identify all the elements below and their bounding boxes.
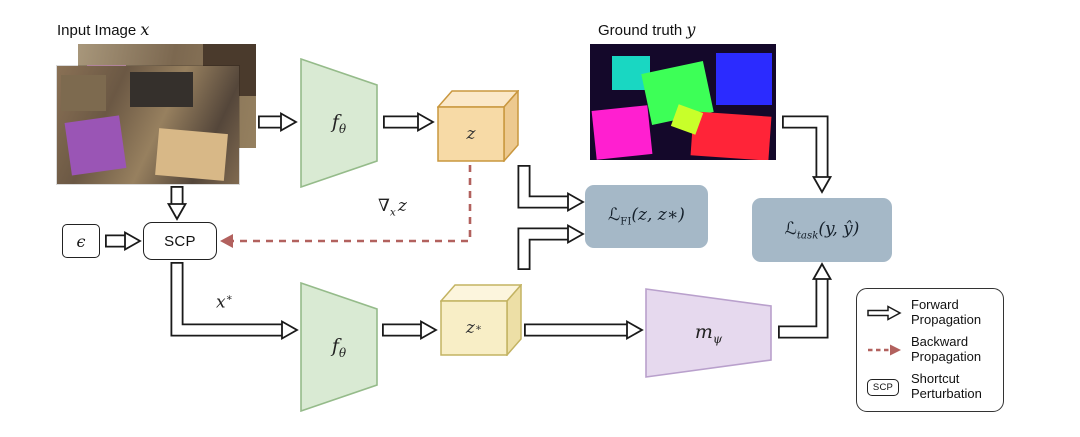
- task-head-trapezoid: [645, 288, 772, 378]
- encoder-top-base: f: [331, 110, 339, 133]
- loss-task-script: ℒ: [784, 218, 797, 239]
- legend-backward-label: Backward Propagation: [911, 334, 982, 364]
- encoder-trapezoid: [300, 282, 378, 412]
- backward-arrow-icon: [867, 342, 903, 358]
- x-star-sup: ∗: [225, 292, 233, 304]
- nabla-symbol: ∇: [378, 196, 390, 216]
- arrow-latent-z-to-loss-fi: [517, 165, 585, 213]
- arrow-scp-to-encoder-bottom: [170, 262, 299, 341]
- arrow-ground-truth-to-loss-task: [782, 115, 833, 194]
- latent-z-star-node: z∗: [439, 283, 523, 357]
- encoder-bottom-label: fθ: [332, 335, 346, 360]
- loss-task-args: (y, ŷ): [818, 218, 860, 239]
- x-star-annotation: x∗: [216, 292, 233, 313]
- latent-z-node: z: [436, 89, 520, 163]
- arrow-encoder-bottom-to-latent-z-star: [382, 319, 438, 341]
- legend-item-scp: SCP Shortcut Perturbation: [867, 371, 993, 402]
- loss-task-sub: task: [796, 230, 819, 242]
- task-head-node: mψ: [645, 288, 772, 378]
- legend-item-backward: Backward Propagation: [867, 334, 993, 365]
- loss-task-label: ℒtask(y, ŷ): [785, 219, 860, 241]
- loss-fi-box: ℒFI(z, z∗): [585, 185, 708, 248]
- legend-forward-label: Forward Propagation: [911, 297, 982, 327]
- ground-truth-caption: Ground truth y: [598, 20, 695, 39]
- scp-chip-label: SCP: [867, 378, 899, 396]
- photo-patch: [60, 75, 107, 111]
- task-head-sub: ψ: [712, 331, 723, 346]
- encoder-top-node: fθ: [300, 58, 378, 188]
- latent-z-label: z: [438, 107, 504, 161]
- gradient-sub: x: [389, 206, 396, 219]
- forward-arrow-icon: [867, 305, 903, 321]
- legend: Forward Propagation Backward Propagation…: [856, 288, 1004, 412]
- loss-task-box: ℒtask(y, ŷ): [752, 198, 892, 262]
- latent-z-star-base: z: [465, 318, 475, 338]
- arrow-epsilon-to-scp: [105, 230, 142, 252]
- loss-fi-sub: FI: [620, 216, 632, 228]
- gt-patch: [591, 105, 652, 160]
- latent-z-star-label: z∗: [441, 301, 507, 355]
- arrow-latent-z-star-to-loss-fi: [517, 223, 585, 270]
- epsilon-label: ϵ: [76, 231, 86, 251]
- encoder-bottom-base: f: [331, 334, 339, 357]
- arrow-latent-z-star-to-task-head: [524, 319, 644, 341]
- latent-z-box: [436, 89, 520, 163]
- scp-label: SCP: [164, 232, 196, 250]
- encoder-bottom-node: fθ: [300, 282, 378, 412]
- x-star-base: x: [216, 292, 226, 313]
- loss-fi-label: ℒFI(z, z∗): [608, 205, 685, 227]
- scp-box-icon: SCP: [867, 378, 903, 396]
- task-head-base: m: [694, 320, 713, 343]
- legend-scp-label: Shortcut Perturbation: [911, 371, 982, 402]
- input-image-caption-text: Input Image: [57, 22, 137, 39]
- gt-patch: [716, 53, 773, 106]
- latent-z-star-sup: ∗: [474, 322, 483, 334]
- arrow-task-head-to-loss-task: [778, 262, 833, 339]
- loss-fi-script: ℒ: [608, 205, 621, 226]
- ground-truth-image: [590, 44, 776, 160]
- gradient-var: z: [397, 196, 407, 216]
- input-image-var: x: [140, 20, 150, 39]
- legend-item-forward: Forward Propagation: [867, 297, 993, 328]
- encoder-bottom-sub: θ: [338, 345, 347, 360]
- latent-z-star-box: [439, 283, 523, 357]
- arrow-input-image-to-scp: [166, 186, 188, 221]
- scp-box: SCP: [143, 222, 217, 260]
- encoder-trapezoid: [300, 58, 378, 188]
- input-image-caption: Input Image x: [57, 20, 149, 39]
- encoder-top-label: fθ: [332, 111, 346, 136]
- photo-patch: [129, 71, 194, 108]
- arrow-encoder-top-to-latent-z: [383, 111, 435, 133]
- loss-fi-args: (z, z∗): [631, 205, 685, 226]
- epsilon-box: ϵ: [62, 224, 100, 258]
- photo-patch: [64, 115, 126, 176]
- encoder-top-sub: θ: [338, 121, 347, 136]
- latent-z-base: z: [466, 124, 476, 144]
- input-image-photo-front: [57, 66, 239, 184]
- arrow-input-image-to-encoder-top: [258, 111, 298, 133]
- ground-truth-var: y: [686, 20, 696, 39]
- task-head-label: mψ: [695, 321, 722, 346]
- photo-patch: [155, 127, 229, 182]
- ground-truth-caption-text: Ground truth: [598, 22, 683, 39]
- gt-patch: [690, 110, 772, 160]
